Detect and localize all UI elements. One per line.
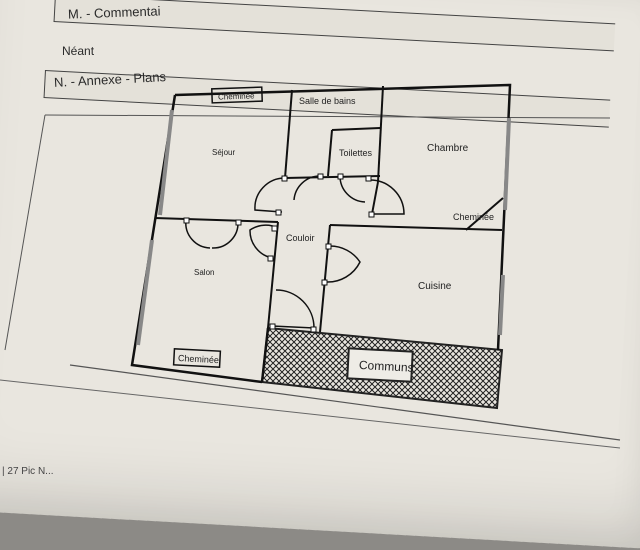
couloir-label: Couloir [286, 233, 315, 243]
door-couloir-left [249, 224, 279, 259]
door-sdb [293, 175, 321, 201]
door-chambre [369, 179, 405, 215]
door-sejour [254, 177, 286, 213]
toilettes-label: Toilettes [339, 148, 373, 158]
frame-line-bottom-2 [0, 379, 621, 449]
wall-corridor-left [267, 221, 279, 329]
neant-text: Néant [62, 44, 95, 58]
salle-de-bains-label: Salle de bains [299, 96, 356, 106]
cheminee-right-label: Cheminée [453, 212, 494, 222]
cuisine-label: Cuisine [418, 281, 452, 292]
cheminee-bottom-label: Cheminée [178, 353, 219, 365]
wall-sdb-chambre [377, 85, 384, 183]
floor-plan: Communs Cheminée [0, 83, 621, 449]
window-right-2 [498, 274, 505, 336]
wall-corridor-right [319, 224, 331, 333]
wall-corridor-top [284, 175, 381, 179]
communs-label: Communs [359, 358, 414, 375]
door-cuisine [325, 245, 361, 283]
door-toilettes [339, 175, 366, 203]
wall-sejour-sdb [284, 89, 293, 179]
cheminee-right-wall [465, 197, 504, 231]
cheminee-bottom-box [172, 348, 222, 368]
wall-sejour-salon [154, 217, 279, 223]
wall-chambre-corridor [371, 181, 379, 215]
window-right-1 [503, 117, 511, 211]
sejour-label: Séjour [212, 148, 235, 157]
door-communs [271, 289, 315, 329]
wall-toilettes-left [327, 129, 333, 177]
frame-line-left [4, 114, 46, 351]
door-salon-right [211, 221, 239, 249]
wall-chambre-cuisine [329, 224, 503, 231]
footer-page-ref: | 27 Pic N... [2, 466, 54, 477]
window-left-2 [136, 239, 154, 346]
frame-line-top [44, 114, 611, 119]
window-left-1 [158, 109, 174, 216]
wall-toilettes-top [331, 127, 381, 131]
cheminee-top-box [210, 86, 264, 104]
salon-label: Salon [194, 268, 214, 277]
door-hinges [183, 173, 375, 333]
communs-label-box [346, 347, 414, 383]
outer-wall [130, 83, 512, 384]
frame-line-bottom [69, 364, 621, 441]
door-salon-left [185, 219, 211, 249]
cheminee-top-label: Cheminée [218, 91, 255, 101]
chambre-label: Chambre [427, 143, 469, 154]
